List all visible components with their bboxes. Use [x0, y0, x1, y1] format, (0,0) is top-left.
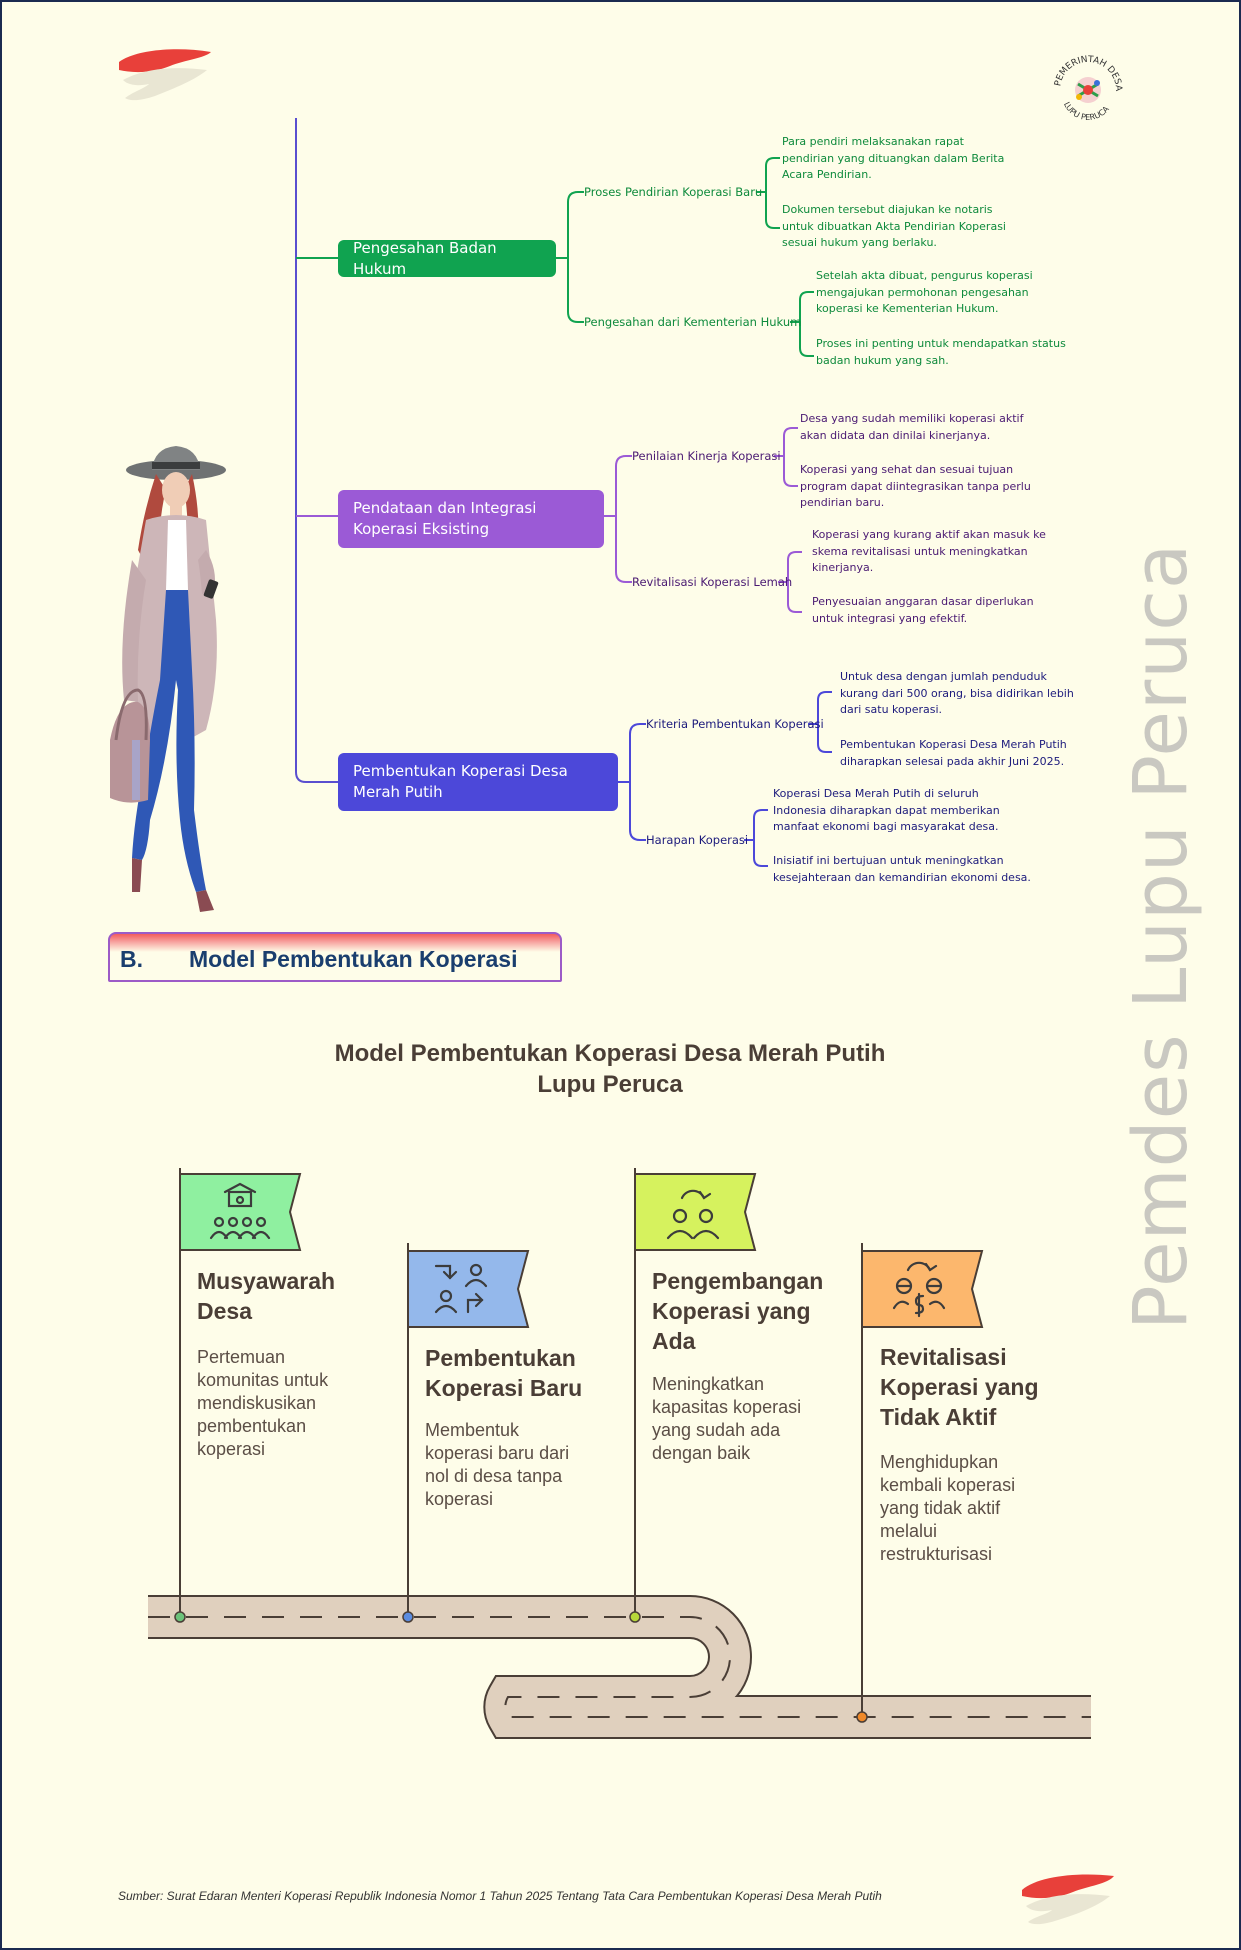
step-1-title: Musyawarah Desa — [197, 1266, 335, 1326]
step-desc-line: mendiskusikan — [197, 1393, 317, 1413]
step-2-title: Pembentukan Koperasi Baru — [425, 1343, 582, 1403]
step-title-line: Koperasi yang — [880, 1374, 1039, 1400]
step-desc-line: koperasi baru dari — [425, 1443, 570, 1463]
step-2-desc: Membentuk koperasi baru dari nol di desa… — [425, 1419, 569, 1511]
step-desc-line: dengan baik — [652, 1443, 751, 1463]
leaf-text: Para pendiri melaksanakan rapat pendiria… — [782, 135, 1005, 181]
step-desc-line: kembali koperasi — [880, 1475, 1016, 1495]
step-desc-line: kapasitas koperasi — [652, 1397, 802, 1417]
step-title-line: Pembentukan — [425, 1345, 576, 1371]
people-money-icon — [892, 1261, 946, 1318]
leaf-text: Dokumen tersebut diajukan ke notaris unt… — [782, 203, 1006, 249]
sub-penilaian-kinerja: Penilaian Kinerja Koperasi — [632, 449, 781, 463]
step-4-desc: Menghidupkan kembali koperasi yang tidak… — [880, 1451, 1015, 1566]
village-logo: PEMERINTAH DESA LUPU PERUCA — [1050, 52, 1126, 128]
leaf-text: Koperasi Desa Merah Putih di seluruh Ind… — [773, 787, 1000, 833]
flag-step-4 — [861, 1250, 984, 1328]
leaf-text: Koperasi yang sehat dan sesuai tujuan pr… — [800, 463, 1031, 509]
flag-brush-icon — [1022, 1874, 1114, 1925]
roadmap-title-line1: Model Pembentukan Koperasi Desa Merah Pu… — [334, 1040, 886, 1067]
sub-harapan-koperasi: Harapan Koperasi — [646, 833, 749, 847]
leaf-text: Untuk desa dengan jumlah penduduk kurang… — [840, 670, 1074, 716]
step-desc-line: Meningkatkan — [652, 1374, 765, 1394]
community-meeting-icon — [209, 1182, 271, 1240]
watermark-text: Pemdes Lupu Peruca — [1118, 542, 1204, 1330]
roadmap-road — [148, 1595, 1091, 1739]
sub-kriteria-pembentukan: Kriteria Pembentukan Koperasi — [646, 717, 824, 731]
flag-step-2 — [407, 1250, 530, 1328]
step-desc-line: koperasi — [425, 1489, 494, 1509]
step-title-line: Revitalisasi — [880, 1344, 1007, 1370]
section-title: Model Pembentukan Koperasi — [189, 946, 518, 972]
leaf-text: Koperasi yang kurang aktif akan masuk ke… — [812, 528, 1046, 574]
step-desc-line: komunitas untuk — [197, 1370, 329, 1390]
sub-proses-pendirian: Proses Pendirian Koperasi Baru — [584, 185, 763, 199]
step-3-desc: Meningkatkan kapasitas koperasi yang sud… — [652, 1373, 801, 1465]
leaf-text: Desa yang sudah memiliki koperasi aktif … — [800, 412, 1024, 442]
step-desc-line: pembentukan — [197, 1416, 307, 1436]
source-citation: Sumber: Surat Edaran Menteri Koperasi Re… — [118, 1889, 882, 1903]
section-heading: B. Model Pembentukan Koperasi — [108, 932, 562, 982]
leaf-text: Penyesuaian anggaran dasar diperlukan un… — [812, 595, 1034, 625]
node-pendataan-integrasi: Pendataan dan Integrasi Koperasi Eksisti… — [338, 490, 604, 548]
step-3-title: Pengembangan Koperasi yang Ada — [652, 1266, 823, 1356]
step-title-line: Pengembangan — [652, 1268, 824, 1294]
step-title-line: Koperasi yang — [652, 1298, 811, 1324]
node-pembentukan-koperasi: Pembentukan Koperasi Desa Merah Putih — [338, 753, 618, 811]
flag-brush-icon — [119, 49, 211, 101]
flag-step-1 — [179, 1173, 302, 1251]
people-cycle-icon — [666, 1189, 720, 1240]
step-1-desc: Pertemuan komunitas untuk mendiskusikan … — [197, 1346, 328, 1461]
leaf-text: Proses ini penting untuk mendapatkan sta… — [816, 337, 1066, 367]
step-4-title: Revitalisasi Koperasi yang Tidak Aktif — [880, 1342, 1039, 1432]
woman-illustration — [110, 446, 226, 912]
people-exchange-icon — [434, 1263, 488, 1314]
step-desc-line: melalui — [880, 1521, 938, 1541]
step-title-line: Desa — [197, 1298, 252, 1324]
sub-pengesahan-kementerian: Pengesahan dari Kementerian Hukum — [584, 315, 802, 329]
step-desc-line: restrukturisasi — [880, 1544, 993, 1564]
leaf-text: Pembentukan Koperasi Desa Merah Putih di… — [840, 738, 1067, 768]
step-title-line: Tidak Aktif — [880, 1404, 997, 1430]
sub-revitalisasi-lemah: Revitalisasi Koperasi Lemah — [632, 575, 793, 589]
flag-step-3 — [634, 1173, 757, 1251]
step-title-line: Koperasi Baru — [425, 1375, 583, 1401]
step-desc-line: Membentuk — [425, 1420, 520, 1440]
step-desc-line: yang tidak aktif — [880, 1498, 1001, 1518]
step-title-line: Ada — [652, 1328, 696, 1354]
roadmap-flags — [174, 1168, 984, 1723]
step-desc-line: Menghidupkan — [880, 1452, 999, 1472]
mindmap-connectors — [295, 118, 832, 867]
roadmap-title-line2: Lupu Peruca — [537, 1071, 683, 1098]
step-title-line: Musyawarah — [197, 1268, 336, 1294]
leaf-text: Setelah akta dibuat, pengurus koperasi m… — [816, 269, 1033, 315]
step-desc-line: yang sudah ada — [652, 1420, 781, 1440]
step-desc-line: Pertemuan — [197, 1347, 286, 1367]
leaf-text: Inisiatif ini bertujuan untuk meningkatk… — [773, 854, 1031, 884]
node-pengesahan-badan-hukum: Pengesahan Badan Hukum — [338, 239, 556, 278]
step-desc-line: koperasi — [197, 1439, 266, 1459]
section-number: B. — [120, 946, 143, 972]
step-desc-line: nol di desa tanpa — [425, 1466, 563, 1486]
